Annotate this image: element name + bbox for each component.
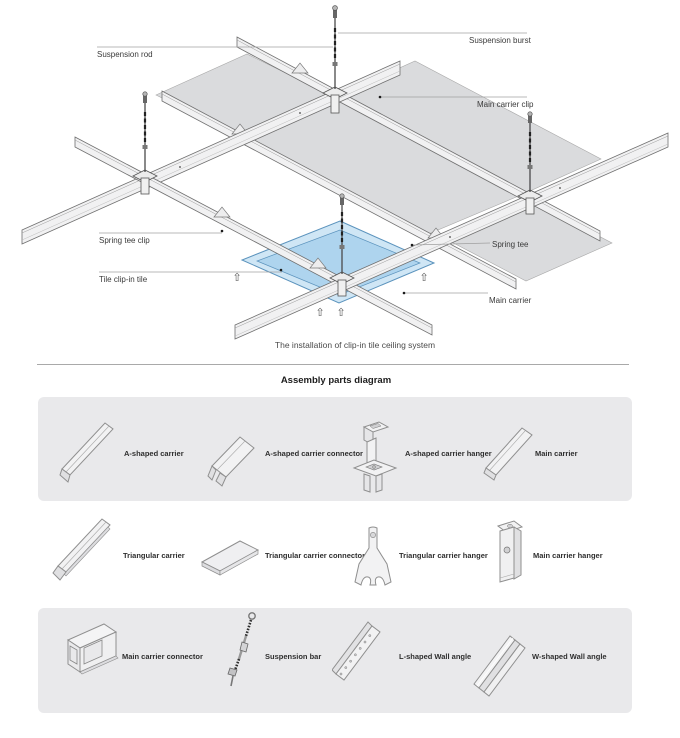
- spring-tee-1: [236, 36, 601, 242]
- main-carrier-icon: [483, 427, 533, 481]
- assembly-heading: Assembly parts diagram: [280, 375, 392, 386]
- label-suspension-burst: Suspension burst: [469, 36, 531, 45]
- main-carrier-connector-icon: [66, 623, 119, 675]
- part-label: A-shaped carrier hanger: [405, 449, 492, 458]
- part-label: A-shaped carrier connector: [265, 449, 363, 458]
- parts-band-1: [38, 397, 632, 501]
- suspension-rod-right: [517, 111, 543, 215]
- a-shaped-carrier-hanger-icon: [352, 421, 398, 493]
- part-label: Triangular carrier: [123, 551, 185, 560]
- install-arrow: ⇧: [419, 271, 428, 284]
- triangular-carrier-hanger-icon: [354, 526, 392, 586]
- tee-gusset: [309, 257, 327, 269]
- tee-gusset: [291, 62, 309, 74]
- main-carrier-hanger-icon: [496, 520, 524, 583]
- suspension-rod-left: [132, 91, 158, 195]
- part-label: Suspension bar: [265, 652, 322, 661]
- section-divider: [37, 364, 629, 365]
- blue-clip-in-tile: [240, 220, 436, 304]
- part-label: Main carrier hanger: [533, 551, 603, 560]
- triangular-carrier-connector-icon: [200, 540, 260, 576]
- l-shaped-wall-angle-icon: [332, 621, 381, 681]
- part-label: Main carrier: [535, 449, 578, 458]
- triangular-carrier-icon: [52, 518, 111, 581]
- w-shaped-wall-angle-icon: [473, 635, 526, 697]
- install-arrow: ⇧: [232, 271, 241, 284]
- diagram-caption: The installation of clip-in tile ceiling…: [274, 340, 436, 350]
- label-spring-tee: Spring tee: [492, 240, 529, 249]
- part-label: L-shaped Wall angle: [399, 652, 472, 661]
- label-tile-clip-in-tile: Tile clip-in tile: [99, 275, 148, 284]
- part-label: Main carrier connector: [122, 652, 203, 661]
- a-shaped-carrier-connector-icon: [207, 436, 255, 487]
- part-label: A-shaped carrier: [124, 449, 184, 458]
- suspension-bar-icon: [227, 612, 256, 687]
- tee-gusset: [213, 206, 231, 218]
- suspension-burst-anchor: [332, 5, 338, 11]
- leader-lines: [97, 32, 527, 294]
- label-main-carrier: Main carrier: [489, 296, 532, 305]
- parts-band-3: [38, 608, 632, 713]
- suspension-rod-top: [322, 5, 348, 114]
- part-label: Triangular carrier hanger: [399, 551, 488, 560]
- label-suspension-rod: Suspension rod: [97, 50, 153, 59]
- install-arrow: ⇧: [315, 306, 324, 319]
- suspension-rod-center: [329, 193, 355, 297]
- ceiling-system-drawing: ⇧ ⇧ ⇧ ⇧: [21, 5, 669, 340]
- install-arrow: ⇧: [336, 306, 345, 319]
- leader-dots: [220, 95, 414, 295]
- a-shaped-carrier-icon: [59, 422, 114, 483]
- part-label: W-shaped Wall angle: [532, 652, 607, 661]
- install-arrows: ⇧ ⇧ ⇧ ⇧: [232, 271, 428, 319]
- label-main-carrier-clip: Main carrier clip: [477, 100, 534, 109]
- part-label: Triangular carrier connector: [265, 551, 366, 560]
- label-spring-tee-clip: Spring tee clip: [99, 236, 150, 245]
